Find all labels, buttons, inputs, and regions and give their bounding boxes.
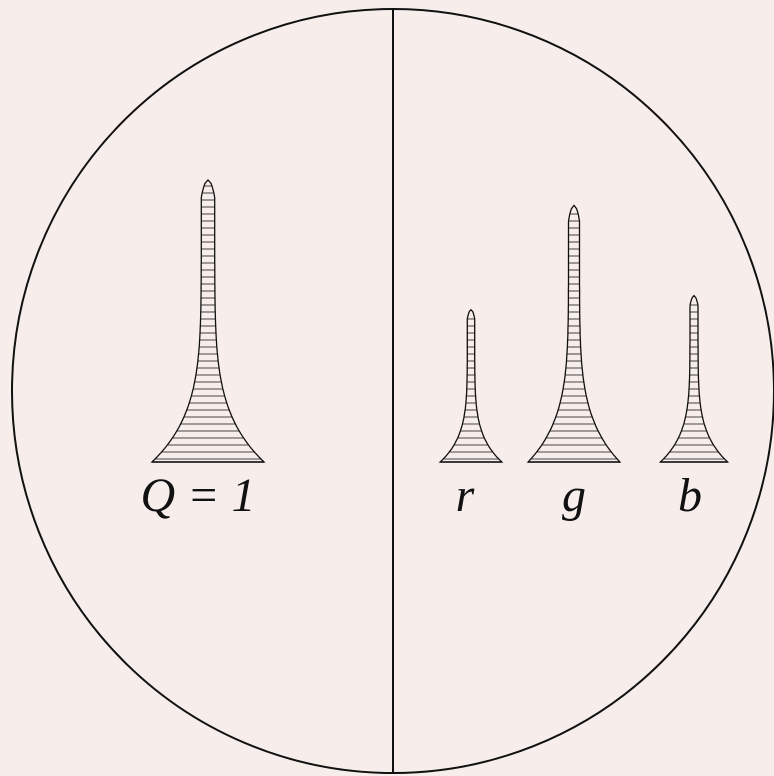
peak-q1 xyxy=(150,179,266,463)
peak-g-outline xyxy=(526,204,622,463)
peak-r-outline xyxy=(438,308,504,463)
peak-b-outline xyxy=(658,294,730,463)
label-b: b xyxy=(678,469,702,522)
peak-r xyxy=(438,308,504,463)
peak-b xyxy=(658,294,730,463)
peak-g xyxy=(526,204,622,463)
label-r: r xyxy=(456,469,475,522)
label-q: Q = 1 xyxy=(140,469,255,522)
peak-q1-outline xyxy=(150,179,266,463)
label-g: g xyxy=(562,469,586,522)
